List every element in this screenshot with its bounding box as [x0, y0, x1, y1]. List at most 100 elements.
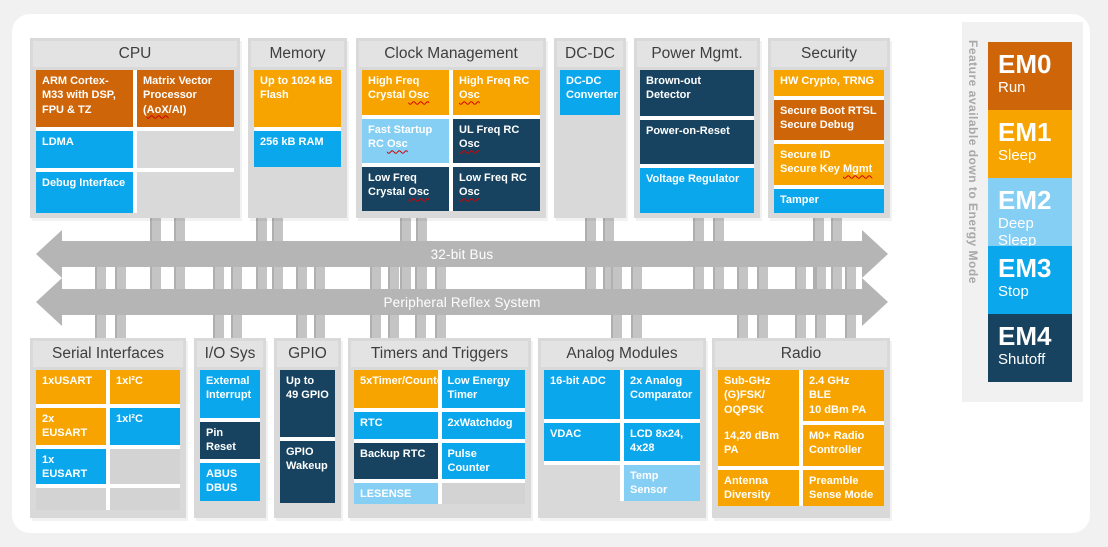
vdac-block: VDAC [544, 423, 620, 461]
low-freq-rc-osc-block: Low Freq RC Osc [453, 167, 540, 211]
empty-cell [36, 488, 106, 510]
panel-timers-triggers: Timers and Triggers 5xTimer/CounterLow En… [348, 338, 531, 518]
panel-clock-management-title: Clock Management [359, 41, 543, 67]
pulse-counter-block: Pulse Counter [441, 443, 525, 479]
panel-dcdc: DC-DC DC-DC Converter [554, 38, 626, 218]
em-mode-name: EM1 [998, 117, 1052, 147]
panel-timers-triggers-title: Timers and Triggers [351, 341, 528, 367]
panel-io-sys-title: I/O Sys [197, 341, 263, 367]
brown-out-detector-block: Brown-out Detector [640, 70, 754, 116]
ldma-block: LDMA [36, 131, 133, 168]
em-sidebar: Feature available down to Energy Mode EM… [962, 22, 1083, 402]
fast-startup-rc-osc-block: Fast Startup RC Osc [362, 119, 449, 163]
preamble-sense-block: Preamble Sense Mode [803, 470, 884, 506]
em-mode-name: EM4 [998, 321, 1052, 351]
usart-block: 1xUSART [36, 370, 106, 404]
lesense-block: LESENSE [354, 483, 438, 504]
eusart-1x-block: 1x EUSART [36, 449, 106, 484]
i2c-2-block: 1xI²C [110, 408, 180, 445]
em-mode-name: EM3 [998, 253, 1052, 283]
panel-analog-modules-title: Analog Modules [541, 341, 703, 367]
power-on-reset-block: Power-on-Reset [640, 120, 754, 164]
panel-serial-interfaces-title: Serial Interfaces [33, 341, 183, 367]
ram-block: 256 kB RAM [254, 131, 341, 167]
panel-power-mgmt-title: Power Mgmt. [637, 41, 757, 67]
empty-cell [137, 172, 234, 213]
em-mode-sublabel: Sleep [998, 147, 1037, 165]
em-mode-sublabel: Run [998, 79, 1026, 97]
empty-cell [137, 131, 234, 168]
lcd-block: LCD 8x24, 4x28 [624, 423, 700, 461]
dcdc-converter-block: DC-DC Converter [560, 70, 620, 115]
em-mode-sublabel: Stop [998, 283, 1029, 301]
watchdog-block: 2xWatchdog [441, 412, 525, 439]
panel-memory-title: Memory [251, 41, 344, 67]
low-freq-crystal-osc-block: Low Freq Crystal Osc [362, 167, 449, 211]
high-freq-crystal-osc-block: High Freq Crystal Osc [362, 70, 449, 115]
i2c-1-block: 1xI²C [110, 370, 180, 404]
flash-block: Up to 1024 kB Flash [254, 70, 341, 127]
analog-comparator-block: 2x Analog Comparator [624, 370, 700, 419]
m0-radio-controller-block: M0+ Radio Controller [803, 425, 884, 466]
empty-cell [110, 449, 180, 484]
panel-gpio-title: GPIO [277, 341, 338, 367]
tamper-block: Tamper [774, 189, 884, 213]
backup-rtc-block: Backup RTC [354, 443, 438, 479]
ul-freq-rc-osc-block: UL Freq RC Osc [453, 119, 540, 163]
debug-interface-block: Debug Interface [36, 172, 133, 213]
pin-reset-block: Pin Reset [200, 422, 260, 459]
empty-cell [110, 488, 180, 510]
bus-arrow-peripheral-reflex-label: Peripheral Reflex System [383, 294, 541, 310]
rtc-block: RTC [354, 412, 438, 439]
em-sidebar-vertical-label: Feature available down to Energy Mode [966, 40, 980, 284]
gpio-wakeup-block: GPIO Wakeup [280, 441, 335, 503]
panel-security-title: Security [771, 41, 887, 67]
panel-memory: Memory Up to 1024 kB Flash 256 kB RAM [248, 38, 347, 218]
empty-cell [544, 465, 620, 501]
matrix-vector-processor-block: Matrix Vector Processor (AoX/AI) [137, 70, 234, 127]
antenna-diversity-block: Antenna Diversity [718, 470, 799, 506]
em-mode-sublabel: Shutoff [998, 351, 1046, 369]
empty-cell [441, 483, 525, 504]
hw-crypto-trng-block: HW Crypto, TRNG [774, 70, 884, 96]
panel-dcdc-title: DC-DC [557, 41, 623, 67]
bus-arrow-32bit-label: 32-bit Bus [430, 246, 494, 262]
panel-cpu-title: CPU [33, 41, 237, 67]
timer-counter-block: 5xTimer/Counter [354, 370, 438, 408]
low-energy-timer-block: Low Energy Timer [441, 370, 525, 408]
em-mode-name: EM0 [998, 49, 1052, 79]
em-mode-name: EM2 [998, 185, 1052, 215]
panel-radio-title: Radio [715, 341, 887, 367]
external-interrupt-block: External Interrupt [200, 370, 260, 418]
adc-block: 16-bit ADC [544, 370, 620, 419]
voltage-regulator-block: Voltage Regulator [640, 168, 754, 213]
em-mode-sublabel: Deep Sleep [998, 215, 1037, 249]
high-freq-rc-osc-block: High Freq RC Osc [453, 70, 540, 115]
up-to-49-gpio-block: Up to 49 GPIO [280, 370, 335, 437]
bus-arrow-32bit: 32-bit Bus [36, 230, 888, 278]
bus-arrow-peripheral-reflex: Peripheral Reflex System [36, 278, 888, 326]
temp-sensor-block: Temp Sensor [624, 465, 700, 501]
eusart-2x-block: 2x EUSART [36, 408, 106, 445]
